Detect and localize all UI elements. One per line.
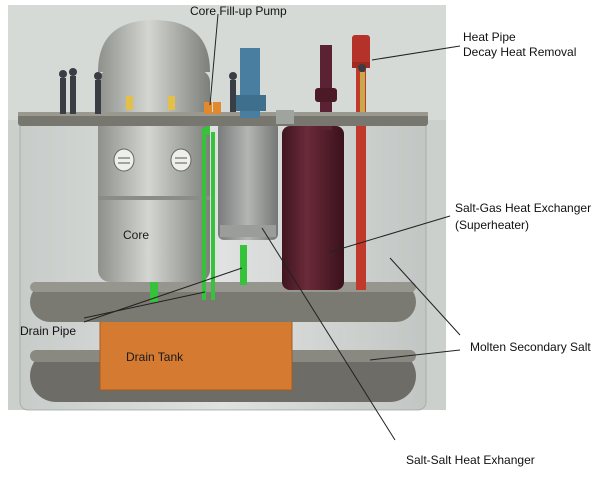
label-salt-gas-line1: Salt-Gas Heat Exchanger [455,201,592,215]
label-core: Core [123,228,150,242]
salt-salt-exchanger [218,122,278,240]
superheater [282,126,344,290]
leader-fill-pump [209,13,219,106]
heat-pipe [356,40,366,290]
leader-heat-pipe [371,45,461,61]
leader-molten-salt-lower [369,349,461,361]
human-figures [59,64,366,114]
core-vessel [98,70,210,282]
label-salt-salt: Salt-Salt Heat Exhanger [406,453,535,467]
drain-tank [99,317,293,391]
label-molten-salt: Molten Secondary Salt [470,340,591,354]
label-salt-gas-line2: (Superheater) [455,218,530,232]
label-core-fill-pump: Core Fill-up Pump [190,4,287,18]
drain-pipe [202,126,215,300]
leader-molten-salt-upper [389,257,461,336]
label-drain-pipe: Drain Pipe [20,324,77,338]
label-drain-tank: Drain Tank [126,350,184,364]
leader-drain-pipe-a [83,291,206,319]
core-dome [98,20,210,72]
label-heat-pipe-line1: Heat Pipe [463,30,516,44]
label-heat-pipe-line2: Decay Heat Removal [463,45,577,59]
leader-salt-salt [261,227,396,441]
top-platform [18,114,428,126]
leader-salt-gas [329,215,451,253]
leader-lines [83,13,461,441]
leader-drain-pipe-b [83,267,243,323]
